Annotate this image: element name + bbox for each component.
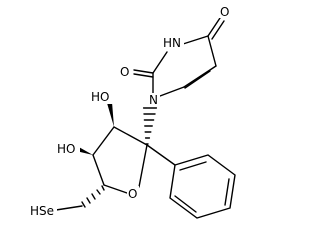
uracil-ring bbox=[133, 17, 225, 97]
atom-nh: HN bbox=[163, 36, 181, 50]
bond-c2-c3 bbox=[113, 126, 148, 146]
bond-ch2-se bbox=[55, 205, 83, 211]
bond-c4-o-b bbox=[211, 20, 225, 40]
bond-c4-c5 bbox=[207, 35, 217, 67]
bond-c2-phenyl bbox=[146, 144, 176, 166]
bond-c4-c5 bbox=[92, 154, 105, 186]
atom-ho-lower: HO bbox=[57, 142, 75, 156]
phenyl-double-1 bbox=[179, 161, 207, 171]
atom-o-upper: O bbox=[220, 5, 229, 19]
phenyl-double-2 bbox=[224, 178, 230, 206]
bond-c6-n1 bbox=[159, 86, 185, 97]
furanose-ring bbox=[92, 126, 148, 194]
hashed-wedge-c5-ch2 bbox=[81, 185, 105, 208]
phenyl-ring bbox=[146, 144, 236, 219]
bond-c5-c6-inner bbox=[184, 70, 211, 89]
bond-c2-o-b bbox=[133, 73, 154, 78]
bond-c5-oring bbox=[103, 184, 128, 194]
bond-c4-o-a bbox=[207, 17, 221, 37]
bond-c2-o-a bbox=[133, 69, 154, 74]
bond-c3-c4 bbox=[92, 126, 115, 156]
atom-n1: N bbox=[149, 93, 158, 107]
atom-labels: O HN O N HO HO O HSe bbox=[29, 4, 230, 218]
bond-c2-n3 bbox=[152, 51, 168, 74]
hashed-wedge-c2-n1 bbox=[142, 107, 158, 145]
molecule-structure: O HN O N HO HO O HSe bbox=[29, 4, 236, 219]
bond-oring-c2 bbox=[138, 144, 148, 188]
wedge-c4-oh bbox=[76, 146, 93, 155]
atom-o-left: O bbox=[120, 65, 129, 79]
atom-o-ring: O bbox=[128, 187, 137, 201]
bond-n3-c4 bbox=[182, 35, 209, 45]
atom-ho-upper: HO bbox=[91, 90, 109, 104]
wedge-c3-oh bbox=[107, 102, 114, 127]
stereo-bonds bbox=[55, 102, 158, 211]
phenyl-double-3 bbox=[174, 195, 197, 213]
bond-c5-c6 bbox=[183, 65, 217, 88]
atom-se: HSe bbox=[30, 204, 54, 218]
phenyl-hexagon bbox=[169, 154, 236, 219]
